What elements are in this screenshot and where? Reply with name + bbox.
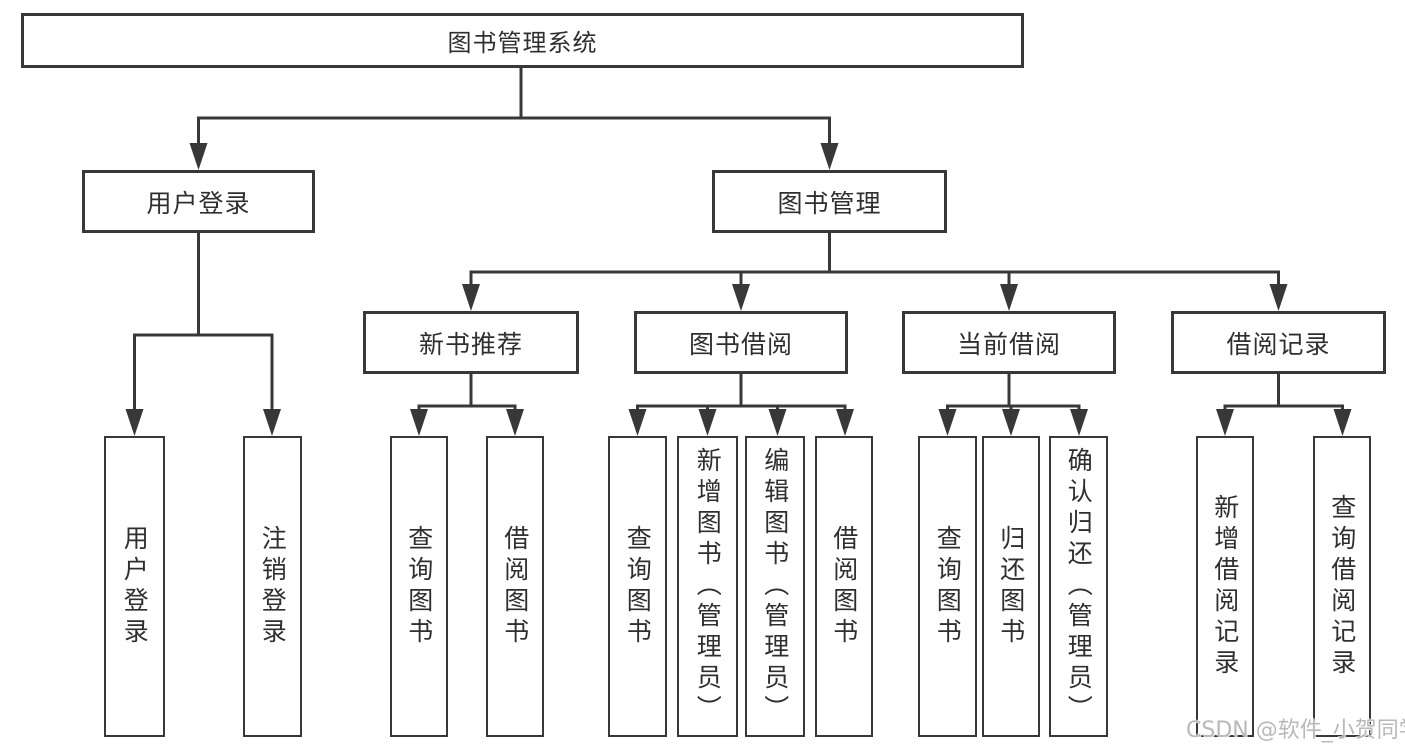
- leaf-return-books: 归还图书: [982, 436, 1040, 737]
- leaf-query-books-current: 查询图书: [918, 436, 977, 737]
- watermark-csdn: CSDN @软件_小贺同学: [1186, 718, 1405, 743]
- node-label: 借阅记录: [1226, 329, 1331, 359]
- leaf-add-book-admin: 新增图书（管理员）: [677, 436, 738, 737]
- leaf-borrow-books-recommend: 借阅图书: [486, 436, 544, 737]
- connector-book-borrow-children: [636, 374, 847, 412]
- node-label: 借阅图书: [829, 524, 859, 649]
- connector-new-book-children: [417, 374, 517, 412]
- node-label: 当前借阅: [956, 329, 1061, 359]
- node-label: 归还图书: [996, 524, 1026, 649]
- node-label: 查询图书: [404, 524, 434, 649]
- node-book-management: 图书管理: [712, 170, 947, 233]
- leaf-user-login: 用户登录: [104, 436, 165, 737]
- connector-borrow-records-children: [1223, 374, 1344, 412]
- node-label: 用户登录: [120, 524, 150, 649]
- node-label: 新增图书（管理员）: [693, 447, 723, 726]
- node-user-login: 用户登录: [82, 170, 315, 233]
- node-label: 新书推荐: [418, 329, 523, 359]
- node-book-borrow: 图书借阅: [634, 311, 848, 374]
- leaf-confirm-return-admin: 确认归还（管理员）: [1049, 436, 1108, 737]
- leaf-logout: 注销登录: [243, 436, 302, 737]
- node-label: 确认归还（管理员）: [1064, 447, 1094, 726]
- node-library-management-system: 图书管理系统: [21, 13, 1024, 68]
- node-label: 查询图书: [623, 524, 653, 649]
- connector-user-login-children: [133, 233, 274, 412]
- leaf-query-borrow-record: 查询借阅记录: [1313, 436, 1371, 737]
- node-label: 新增借阅记录: [1210, 493, 1240, 680]
- node-current-borrow: 当前借阅: [902, 311, 1116, 374]
- leaf-query-books-recommend: 查询图书: [390, 436, 448, 737]
- node-new-book-recommend: 新书推荐: [363, 311, 579, 374]
- connector-current-borrow-children: [946, 374, 1081, 412]
- node-borrow-records: 借阅记录: [1171, 311, 1386, 374]
- leaf-edit-book-admin: 编辑图书（管理员）: [745, 436, 805, 737]
- leaf-query-books-borrow: 查询图书: [608, 436, 667, 737]
- node-label: 图书管理系统: [447, 29, 598, 57]
- leaf-borrow-books: 借阅图书: [815, 436, 873, 737]
- node-label: 用户登录: [146, 188, 251, 218]
- leaf-add-borrow-record: 新增借阅记录: [1196, 436, 1254, 737]
- node-label: 查询图书: [933, 524, 963, 649]
- connector-book-management-children: [469, 233, 1280, 287]
- node-label: 查询借阅记录: [1327, 493, 1357, 680]
- connector-root-to-level1: [197, 68, 831, 146]
- node-label: 图书借阅: [688, 329, 793, 359]
- node-label: 编辑图书（管理员）: [760, 447, 790, 726]
- arrowheads: [125, 143, 1352, 436]
- node-label: 借阅图书: [500, 524, 530, 649]
- node-label: 图书管理: [777, 188, 882, 218]
- node-label: 注销登录: [258, 524, 288, 649]
